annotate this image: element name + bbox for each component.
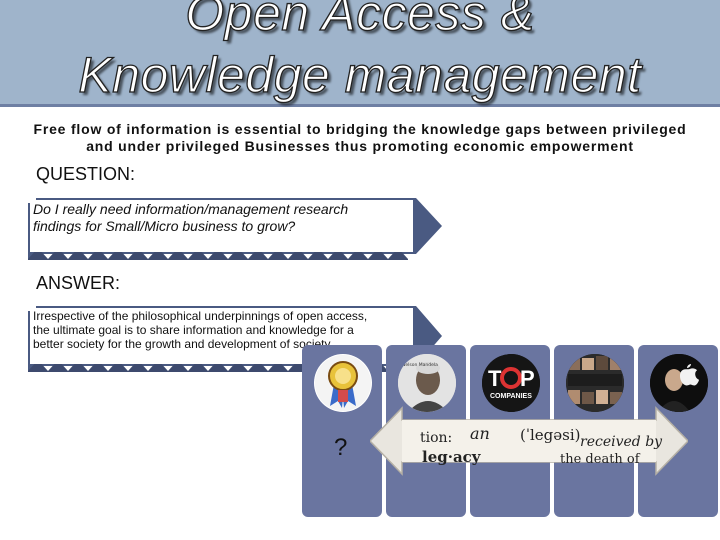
header-divider bbox=[0, 104, 720, 107]
svg-text:P: P bbox=[520, 366, 535, 391]
portrait-icon: Nelson Mandela bbox=[398, 354, 456, 412]
legacy-dictionary-image: tion: an leg·acy (ˈlegəsi) received by t… bbox=[368, 400, 690, 482]
header-band bbox=[0, 0, 720, 104]
question-mark: ? bbox=[334, 434, 348, 461]
answer-arrow-shape bbox=[28, 306, 442, 372]
top-companies-logo: T P COMPANIES bbox=[482, 354, 540, 412]
apple-logo-icon bbox=[650, 354, 708, 412]
title-line-1: Open Access & bbox=[185, 0, 535, 42]
answer-text: Irrespective of the philosophical underp… bbox=[33, 309, 368, 351]
mandela-portrait-image: Nelson Mandela bbox=[398, 354, 456, 412]
svg-text:COMPANIES: COMPANIES bbox=[490, 393, 532, 400]
question-label: QUESTION: bbox=[36, 164, 136, 184]
legacy-word-4: (ˈlegəsi) bbox=[520, 426, 581, 444]
svg-text:Nelson Mandela: Nelson Mandela bbox=[402, 362, 438, 368]
title-line-2: Knowledge management bbox=[78, 46, 642, 103]
answer-label: ANSWER: bbox=[36, 273, 121, 293]
slide-subtitle: Free flow of information is essential to… bbox=[33, 121, 687, 154]
top-companies-icon: T P COMPANIES bbox=[482, 354, 540, 412]
legacy-word-5: received by bbox=[580, 434, 663, 450]
legacy-word-3: leg·acy bbox=[422, 448, 481, 466]
ribbon-icon bbox=[315, 355, 371, 411]
slide-title: Open Access & Knowledge management bbox=[0, 0, 720, 106]
answer-box: Irrespective of the philosophical underp… bbox=[28, 306, 442, 372]
legacy-word-2: an bbox=[470, 424, 490, 443]
award-ribbon-image bbox=[314, 354, 372, 412]
business-people-collage bbox=[566, 354, 624, 412]
legacy-word-1: tion: bbox=[420, 430, 453, 446]
question-arrow-shape bbox=[28, 198, 442, 260]
legacy-word-6: the death of bbox=[560, 452, 640, 467]
question-text: Do I really need information/management … bbox=[33, 201, 349, 234]
question-box: Do I really need information/management … bbox=[28, 198, 442, 260]
double-arrow-shape bbox=[368, 406, 690, 476]
svg-text:T: T bbox=[488, 366, 502, 391]
apple-founder-image bbox=[650, 354, 708, 412]
collage-icon bbox=[566, 354, 624, 412]
